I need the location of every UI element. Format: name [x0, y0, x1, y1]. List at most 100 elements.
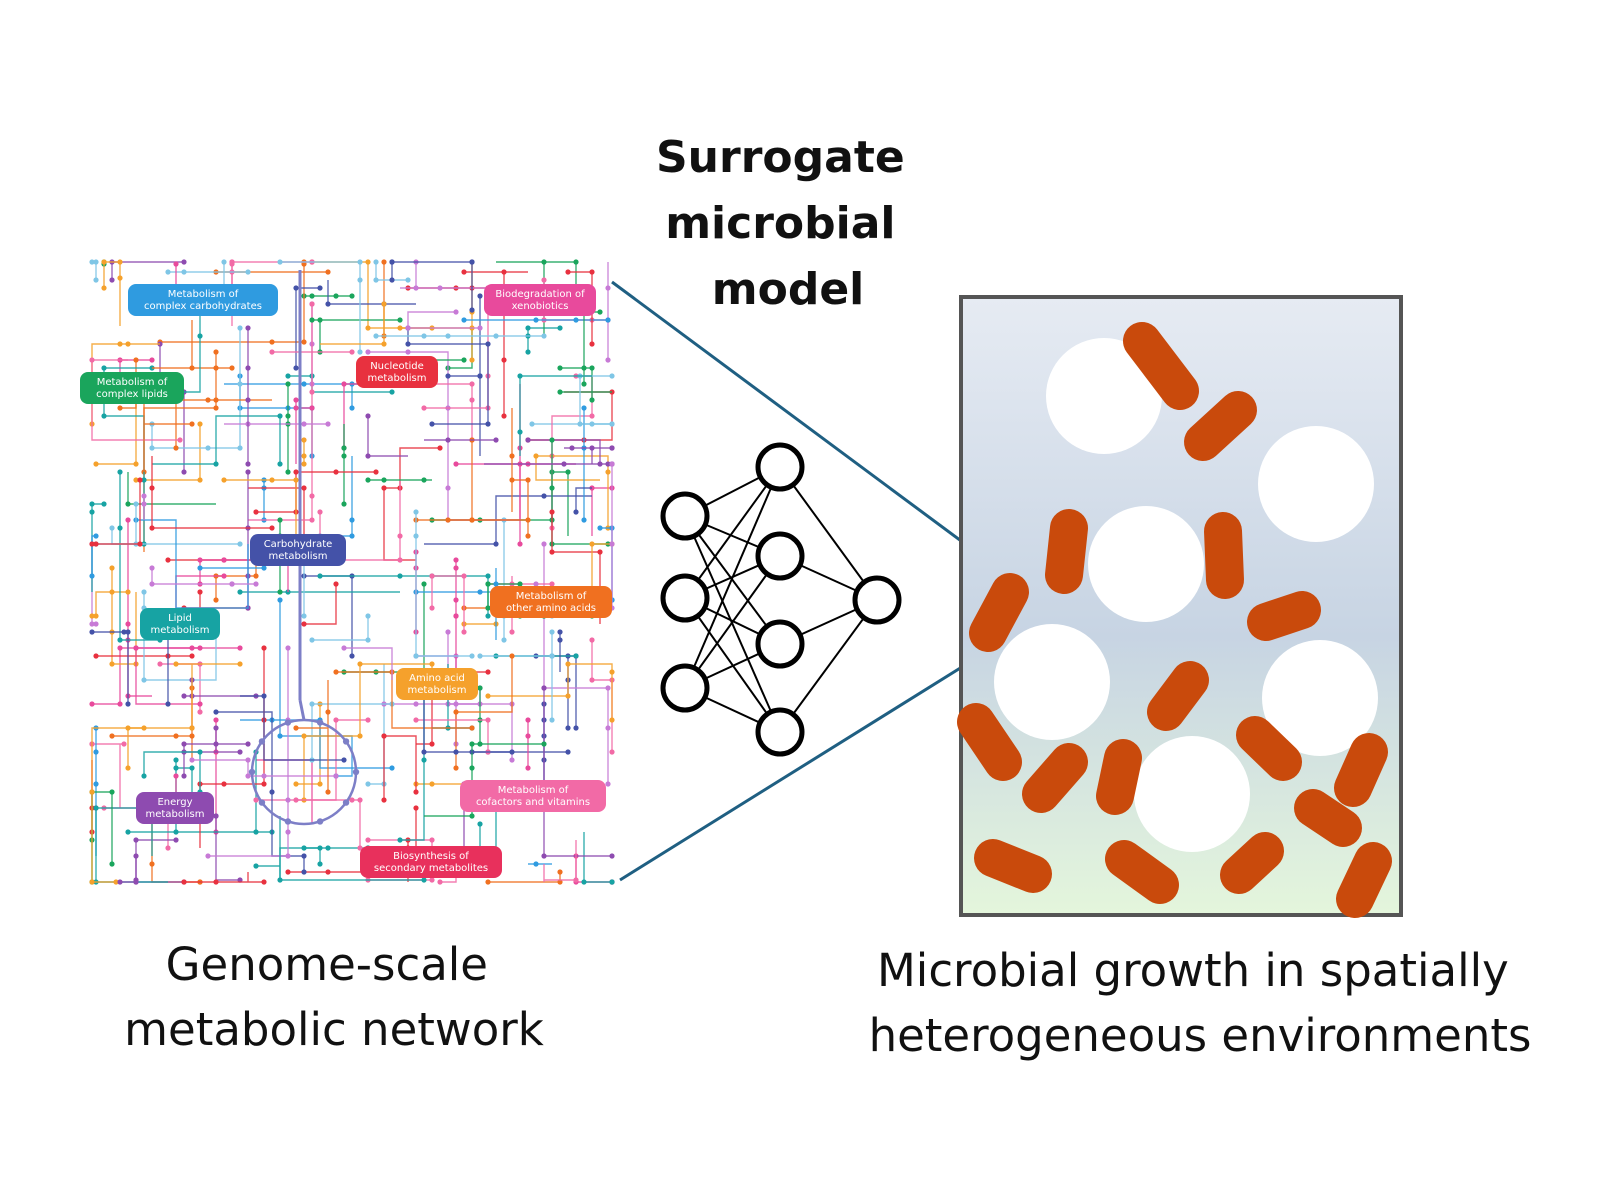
- diagram-title: Surrogate microbial model: [656, 132, 920, 315]
- metabolite-node: [453, 749, 459, 755]
- pathway-line: [151, 328, 241, 449]
- metabolite-node: [605, 725, 611, 731]
- metabolite-node: [277, 733, 283, 739]
- bacterium-cell: [1220, 832, 1284, 894]
- metabolite-node: [525, 717, 531, 723]
- metabolite-node: [573, 259, 579, 265]
- metabolite-node: [245, 397, 251, 403]
- metabolite-node: [565, 469, 571, 475]
- metabolite-node: [509, 749, 515, 755]
- metabolite-node: [277, 597, 283, 603]
- metabolite-node: [541, 277, 547, 283]
- metabolite-node: [177, 437, 183, 443]
- metabolite-node: [421, 749, 427, 755]
- nn-neuron: [852, 575, 902, 625]
- metabolite-node: [269, 525, 275, 531]
- metabolite-node: [381, 485, 387, 491]
- module-label-line: Metabolism of: [97, 377, 168, 388]
- connector-line-top: [611, 280, 1004, 574]
- metabolite-node: [453, 309, 459, 315]
- metabolite-node: [125, 341, 131, 347]
- metabolite-node: [365, 781, 371, 787]
- nn-connection: [779, 466, 878, 601]
- metabolite-node: [173, 261, 179, 267]
- metabolite-node: [125, 517, 131, 523]
- bacterium-cell: [1294, 789, 1362, 847]
- metabolite-node: [485, 693, 491, 699]
- metabolite-node: [589, 445, 595, 451]
- metabolite-node: [301, 381, 307, 387]
- metabolite-node: [469, 741, 475, 747]
- pathway-line: [319, 480, 401, 561]
- metabolite-node: [469, 307, 475, 313]
- metabolite-node: [477, 653, 483, 659]
- module-label-box: [250, 534, 346, 566]
- pathway-line: [152, 320, 232, 369]
- metabolite-node: [453, 765, 459, 771]
- metabolite-node: [453, 461, 459, 467]
- metabolite-node: [93, 653, 99, 659]
- metabolite-node: [549, 717, 555, 723]
- pathway-line: [400, 262, 473, 360]
- pathway-line: [184, 728, 240, 753]
- metabolite-node: [609, 373, 615, 379]
- metabolite-node: [189, 421, 195, 427]
- metabolite-node: [165, 269, 171, 275]
- pathway-line: [416, 719, 489, 752]
- metabolite-node: [221, 781, 227, 787]
- metabolite-node: [573, 653, 579, 659]
- pathway-line: [391, 261, 473, 310]
- metabolite-node: [141, 725, 147, 731]
- module-label-line: metabolism: [408, 685, 467, 696]
- metabolite-node: [341, 757, 347, 763]
- metabolite-node: [121, 741, 127, 747]
- metabolite-node: [609, 541, 615, 547]
- metabolite-node: [89, 501, 95, 507]
- metabolite-node: [117, 637, 123, 643]
- metabolite-node: [301, 461, 307, 467]
- metabolite-node: [525, 325, 531, 331]
- pore-particle: [1134, 736, 1250, 852]
- pathway-line: [488, 872, 561, 883]
- metabolite-node: [561, 461, 567, 467]
- metabolite-node: [541, 541, 547, 547]
- pathway-line: [536, 655, 577, 728]
- metabolite-node: [589, 341, 595, 347]
- metabolite-node: [589, 365, 595, 371]
- module-label-line: secondary metabolites: [374, 863, 488, 874]
- metabolite-node: [605, 317, 611, 323]
- pathway-line: [407, 311, 480, 329]
- metabolite-node: [253, 581, 259, 587]
- metabolite-node: [125, 829, 131, 835]
- metabolite-node: [609, 669, 615, 675]
- metabolite-node: [101, 501, 107, 507]
- metabolite-node: [541, 741, 547, 747]
- metabolite-node: [605, 469, 611, 475]
- pathway-line: [127, 472, 216, 505]
- module-label-box: [128, 284, 278, 316]
- metabolite-node: [213, 461, 219, 467]
- metabolite-node: [461, 573, 467, 579]
- metabolite-node: [213, 879, 219, 885]
- metabolite-node: [349, 349, 355, 355]
- metabolite-node: [581, 381, 587, 387]
- metabolite-node: [605, 685, 611, 691]
- metabolite-node: [373, 333, 379, 339]
- module-label-line: Metabolism of: [516, 591, 587, 602]
- metabolite-node: [89, 573, 95, 579]
- pathway-line: [543, 840, 577, 882]
- metabolite-node: [365, 259, 371, 265]
- metabolite-node: [237, 325, 243, 331]
- metabolite-node: [533, 861, 539, 867]
- pathway-line: [424, 495, 592, 545]
- module-label-line: complex lipids: [96, 389, 168, 400]
- pathway-line: [551, 375, 593, 528]
- module-label-box: [360, 846, 502, 878]
- metabolite-node: [413, 789, 419, 795]
